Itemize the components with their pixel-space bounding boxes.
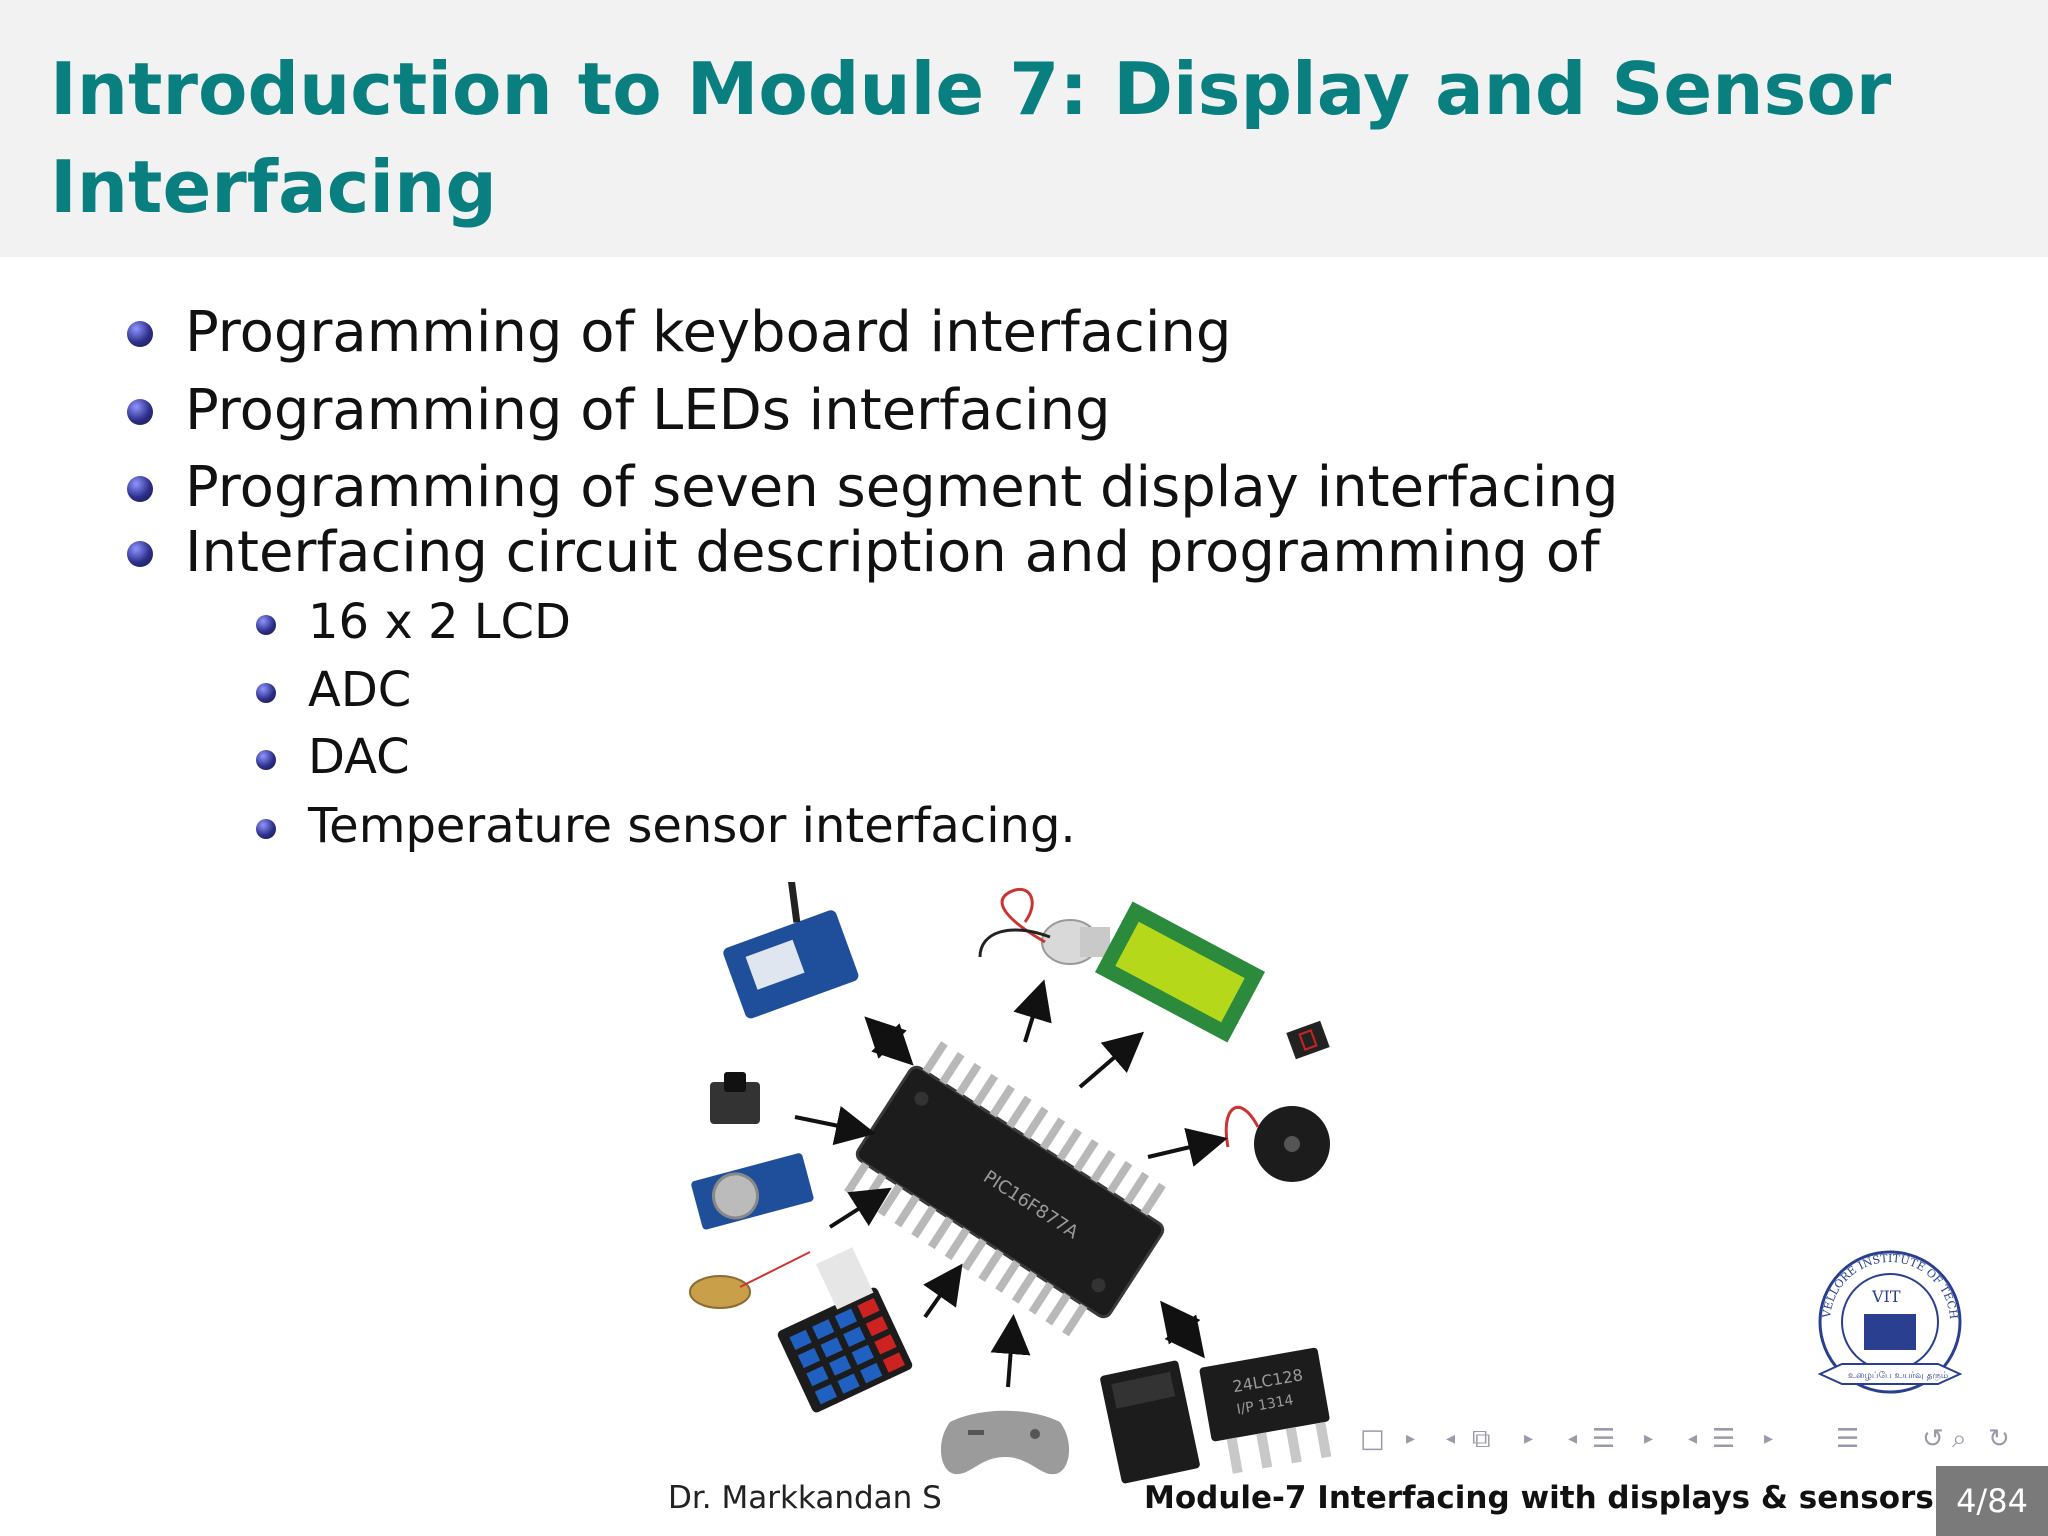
keypad xyxy=(777,1247,913,1413)
push-button xyxy=(710,1072,760,1124)
arrows xyxy=(794,979,1228,1388)
section-icon[interactable]: ☰ xyxy=(1712,1424,1736,1454)
bullet-marker xyxy=(127,321,153,347)
footer-author: Dr. Markkandan S xyxy=(668,1480,942,1516)
footer-module: Module-7 Interfacing with displays & sen… xyxy=(1144,1480,1934,1516)
logo-outer-text: VELLORE INSTITUTE OF TECHNOLOGY xyxy=(1812,1244,1960,1320)
section-frames-icon[interactable]: ⧉ xyxy=(1472,1424,1491,1454)
piezo-element xyxy=(689,1251,811,1309)
game-controller xyxy=(940,1410,1070,1475)
slide-title: Introduction to Module 7: Display and Se… xyxy=(50,47,1892,229)
search-icon[interactable]: ⌕ xyxy=(1952,1424,1967,1454)
microcontroller-peripherals-figure: PIC16F877A LCD DISPLAY 16x2 xyxy=(689,882,1332,1484)
page-number: 4/84 xyxy=(1936,1466,2048,1536)
logo-motto: உழைப்பே உயர்வு தரும் xyxy=(1848,1371,1948,1381)
back-icon[interactable]: ↺ xyxy=(1922,1424,1944,1454)
microcontroller-chip: PIC16F877A xyxy=(844,1041,1166,1337)
lcd-display: LCD DISPLAY 16x2 xyxy=(1095,901,1265,1043)
bullet-item: Interfacing circuit description and prog… xyxy=(185,520,1600,585)
frame-next-icon[interactable]: ▸ xyxy=(1406,1428,1416,1449)
svg-text:VELLORE INSTITUTE OF TECHNOLOG: VELLORE INSTITUTE OF TECHNOLOGY xyxy=(1812,1244,1960,1320)
seven-segment-display xyxy=(1286,1020,1330,1060)
dc-motor xyxy=(978,887,1110,965)
sd-card xyxy=(1100,1360,1200,1484)
vit-logo: VELLORE INSTITUTE OF TECHNOLOGY VIT உழைப… xyxy=(1812,1244,1963,1394)
forward-icon[interactable]: ↻ xyxy=(1988,1424,2010,1454)
bullet-marker xyxy=(127,541,153,567)
sub-bullet-item: DAC xyxy=(308,729,410,785)
sub-bullet-marker xyxy=(256,750,276,770)
frame-icon[interactable]: □ xyxy=(1360,1424,1385,1454)
sub-bullet-marker xyxy=(256,683,276,703)
sub-bullet-item: ADC xyxy=(308,662,412,718)
gas-sensor-module xyxy=(691,1153,814,1230)
sub-bullet-item: Temperature sensor interfacing. xyxy=(308,798,1076,854)
section-prev-icon[interactable]: ◂ xyxy=(1688,1428,1698,1449)
section-next-icon[interactable]: ▸ xyxy=(1524,1428,1534,1449)
subsection-next-icon[interactable]: ▸ xyxy=(1644,1428,1654,1449)
sub-bullet-marker xyxy=(256,615,276,635)
section-forward-icon[interactable]: ▸ xyxy=(1764,1428,1774,1449)
bullet-item: Programming of LEDs interfacing xyxy=(185,378,1111,443)
buzzer xyxy=(1224,1105,1330,1182)
title-bar: Introduction to Module 7: Display and Se… xyxy=(0,0,2048,257)
frame-prev-icon[interactable]: ◂ xyxy=(1446,1428,1456,1449)
logo-center-text: VIT xyxy=(1871,1287,1901,1306)
bullet-marker xyxy=(127,476,153,502)
sub-bullet-item: 16 x 2 LCD xyxy=(308,594,572,650)
eeprom-chip: 24LC128 I/P 1314 xyxy=(1199,1347,1332,1474)
beamer-navigation: □ ▸ ◂ ⧉ ▸ ◂ ☰ ▸ ◂ ☰ ▸ ☰ ↺ ⌕ ↻ xyxy=(1360,1424,2040,1454)
sub-bullet-marker xyxy=(256,819,276,839)
xbee-module xyxy=(723,882,859,1019)
bullet-item: Programming of keyboard interfacing xyxy=(185,300,1232,365)
subsection-icon[interactable]: ☰ xyxy=(1592,1424,1616,1454)
subsection-prev-icon[interactable]: ◂ xyxy=(1568,1428,1578,1449)
align-icon[interactable]: ☰ xyxy=(1836,1424,1860,1454)
bullet-marker xyxy=(127,399,153,425)
bullet-item: Programming of seven segment display int… xyxy=(185,455,1619,520)
